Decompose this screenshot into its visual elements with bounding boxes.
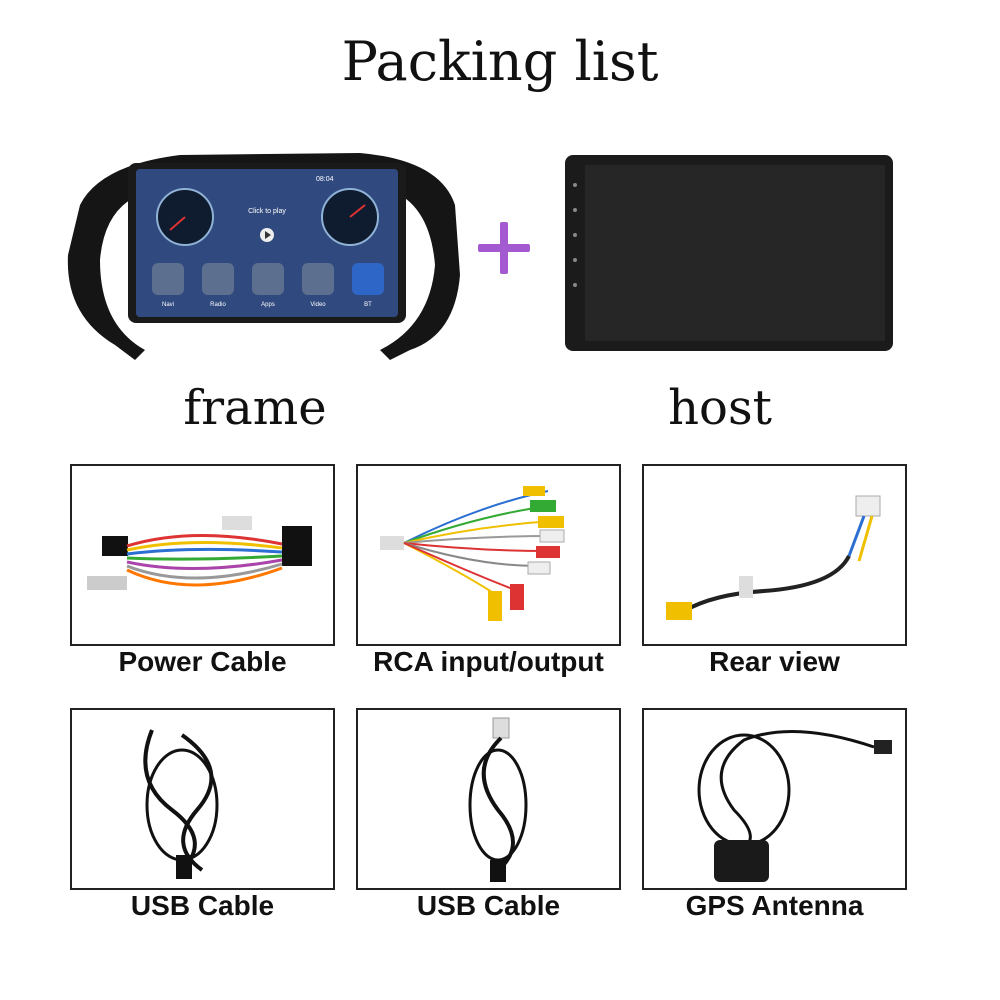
gps-antenna-label: GPS Antenna — [685, 890, 864, 921]
rear-view-box — [642, 464, 907, 646]
rear-view-label: Rear view — [709, 646, 840, 677]
gps-antenna-box — [642, 708, 907, 890]
screen-clock: 08:04 — [316, 176, 334, 183]
usb-cable-1-label: USB Cable — [130, 890, 275, 921]
host-product-image — [565, 155, 893, 351]
power-cable-label: Power Cable — [118, 646, 287, 677]
rca-label: RCA input/output — [373, 646, 604, 677]
rca-box — [356, 464, 621, 646]
usb-cable-2-label: USB Cable — [416, 890, 561, 921]
power-cable-image — [87, 516, 312, 590]
rear-view-cable-image — [666, 495, 881, 620]
usb-cable-1-box — [70, 708, 335, 890]
svg-text:BT: BT — [364, 302, 372, 308]
usb-cable-2-image — [468, 717, 528, 882]
plus-icon — [478, 222, 530, 274]
svg-text:Video: Video — [310, 302, 326, 308]
rca-cable-image — [380, 486, 565, 621]
svg-text:Navi: Navi — [162, 302, 174, 308]
gps-antenna-image — [697, 729, 892, 882]
frame-product-image: 08:04 Click to play Navi Radio Apps Vide… — [67, 153, 460, 360]
page-title: Packing list — [341, 30, 659, 93]
usb-cable-1-image — [143, 729, 219, 879]
svg-text:Radio: Radio — [210, 302, 226, 308]
frame-label: frame — [183, 380, 327, 436]
power-cable-box — [70, 464, 335, 646]
click-to-play-text: Click to play — [248, 208, 286, 215]
usb-cable-2-box — [356, 708, 621, 890]
svg-text:Apps: Apps — [261, 302, 275, 308]
host-label: host — [668, 380, 772, 436]
screen-app-tiles: Navi Radio Apps Video BT — [152, 263, 384, 308]
